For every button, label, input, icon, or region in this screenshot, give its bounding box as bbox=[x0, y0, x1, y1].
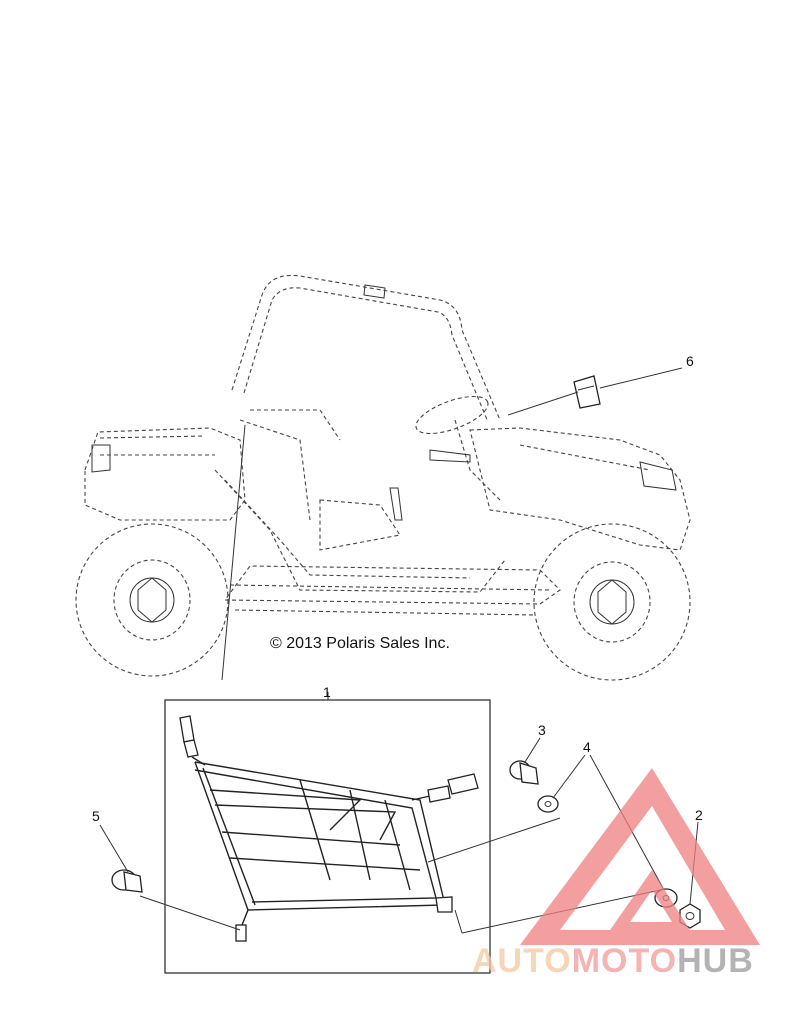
watermark-inner-triangle-icon bbox=[610, 870, 690, 930]
automotohub-watermark: AUTOMOTOHUB bbox=[472, 768, 760, 980]
part-1-box bbox=[164, 699, 491, 974]
side-net-assembly bbox=[179, 715, 479, 942]
callout-2: 2 bbox=[695, 807, 703, 823]
svg-text:AUTOMOTOHUB: AUTOMOTOHUB bbox=[472, 942, 754, 980]
callout-5: 5 bbox=[92, 808, 100, 824]
part-5-rivet bbox=[111, 869, 143, 893]
rear-wheel bbox=[75, 523, 229, 677]
copyright-text: © 2013 Polaris Sales Inc. bbox=[270, 635, 450, 652]
front-body bbox=[469, 427, 691, 551]
front-wheel bbox=[533, 523, 691, 681]
watermark-text-hub: HUB bbox=[677, 942, 754, 980]
callout-6: 6 bbox=[686, 353, 694, 369]
callout-1: 1 bbox=[323, 684, 331, 700]
rear-body bbox=[84, 427, 246, 521]
callout-4: 4 bbox=[583, 739, 591, 755]
vehicle-illustration bbox=[75, 274, 691, 681]
watermark-text-auto: AUTO bbox=[472, 942, 572, 980]
chassis-floor bbox=[223, 565, 561, 605]
part-3-rivet bbox=[509, 760, 539, 785]
watermark-text-moto: MOTO bbox=[572, 942, 677, 980]
callout-3: 3 bbox=[538, 722, 546, 738]
part-6-cover bbox=[573, 375, 601, 409]
watermark-triangle-icon bbox=[520, 768, 760, 945]
roll-cage bbox=[231, 274, 501, 421]
